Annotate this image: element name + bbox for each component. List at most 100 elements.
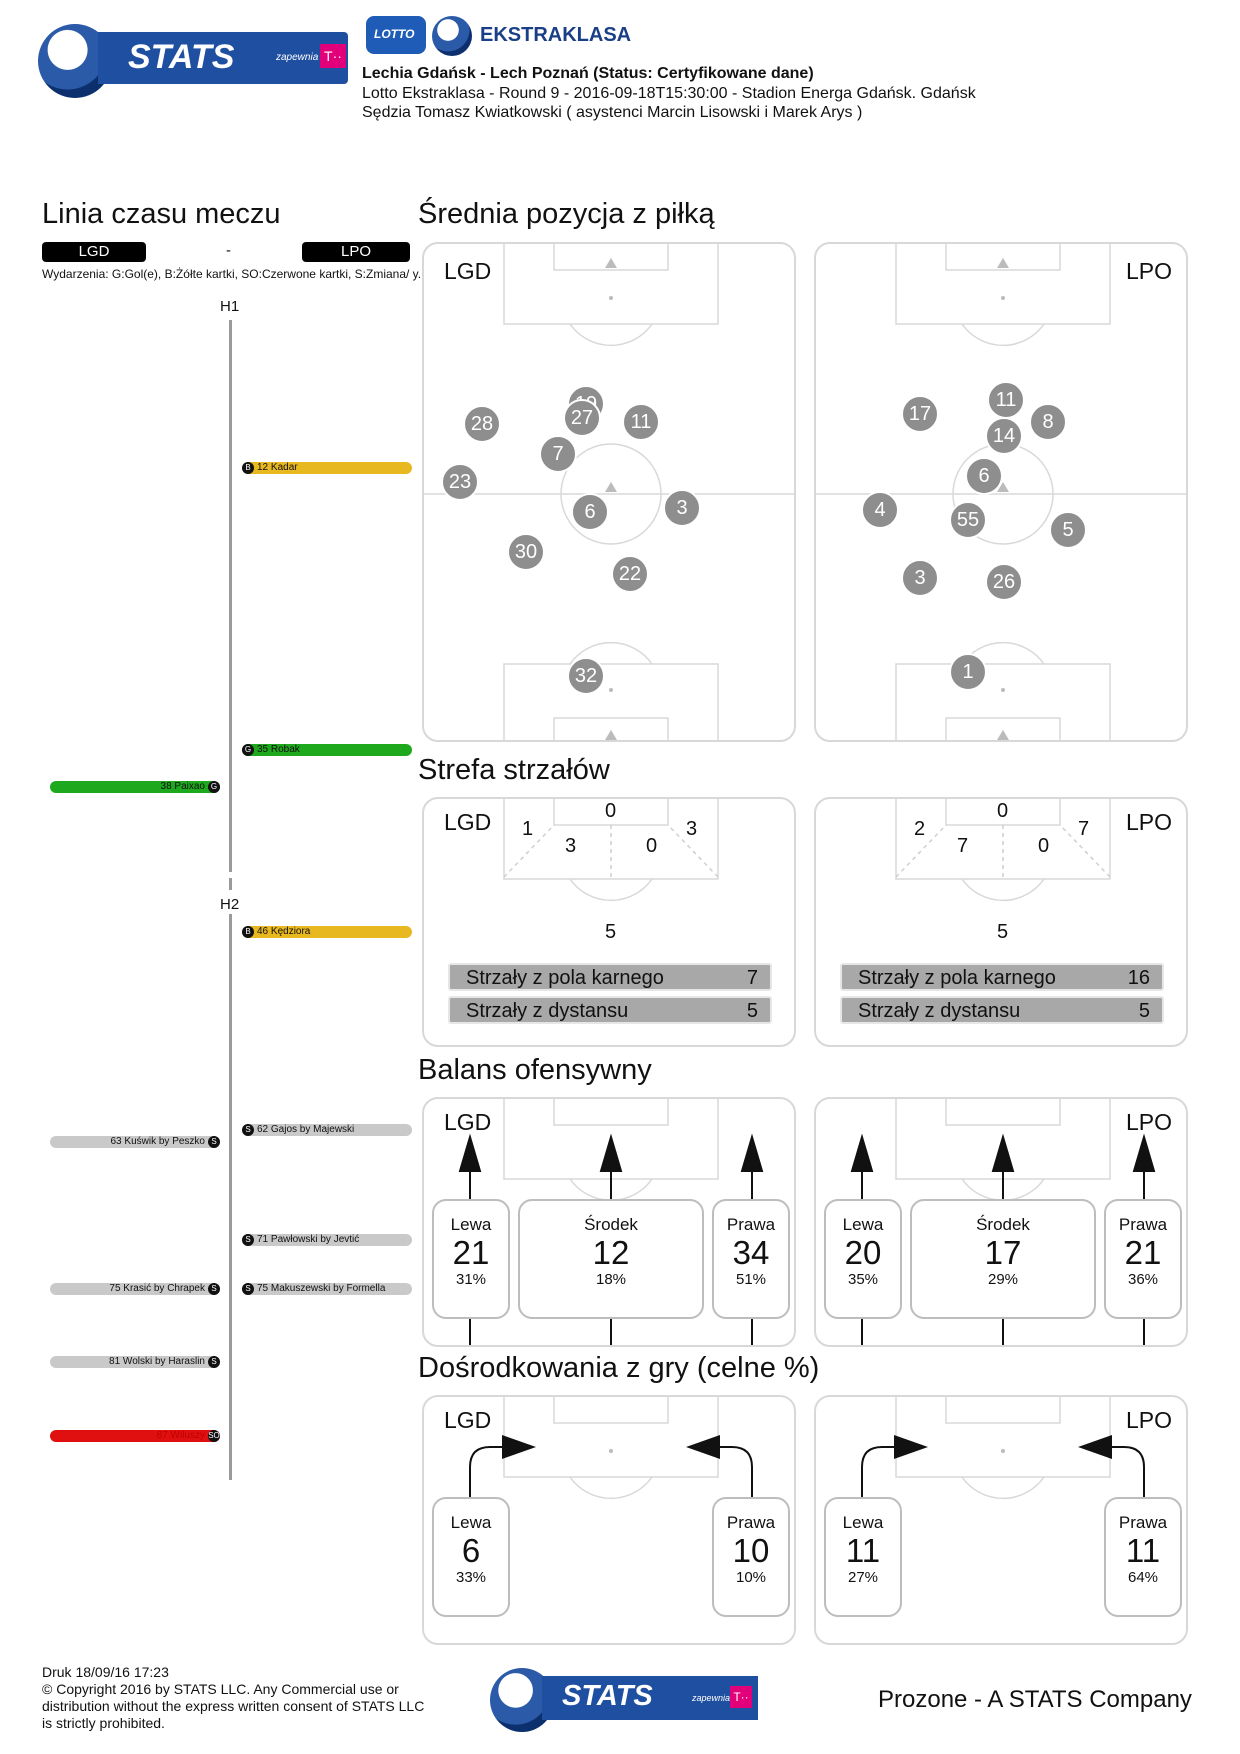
player-marker: 55 xyxy=(949,501,987,539)
half1-label: H1 xyxy=(220,298,240,315)
timeline-axis-h1 xyxy=(229,320,232,872)
zone-top: 0 xyxy=(605,800,617,822)
copyright-line-2: distribution without the express written… xyxy=(42,1698,425,1714)
match-info: Lotto Ekstraklasa - Round 9 - 2016-09-18… xyxy=(362,85,976,102)
event-text: 87 Wiluszy xyxy=(156,1430,205,1441)
zone-left-out: 1 xyxy=(522,818,534,840)
zone-left-out: 2 xyxy=(914,818,926,840)
telekom-icon: T·· xyxy=(730,1686,752,1708)
crosses-away-pitch: LPO Lewa 11 27% Prawa 11 64% xyxy=(814,1395,1188,1645)
timeline-sep: - xyxy=(226,242,231,259)
stats-logo: STATS zapewnia T·· xyxy=(38,24,348,98)
event-type-badge: B xyxy=(242,462,254,474)
cross-right-box: Prawa 11 64% xyxy=(1104,1497,1182,1617)
zone-left-in: 3 xyxy=(565,835,577,857)
cross-left-box: Lewa 6 33% xyxy=(432,1497,510,1617)
zone-center-box: Środek 12 18% xyxy=(518,1199,704,1319)
copyright-line-1: © Copyright 2016 by STATS LLC. Any Comme… xyxy=(42,1681,399,1697)
ekstraklasa-ball-icon xyxy=(432,16,472,56)
ekstraklasa-text: EKSTRAKLASA xyxy=(480,24,632,46)
event-text: 75 Krasić by Chrapek xyxy=(109,1283,205,1294)
event-type-badge: S xyxy=(242,1234,254,1246)
timeline-title: Linia czasu meczu xyxy=(42,198,281,230)
timeline-legend: Wydarzenia: G:Gol(e), B:Żółte kartki, SO… xyxy=(42,267,422,281)
event-type-badge: S xyxy=(208,1136,220,1148)
event-type-badge: B xyxy=(242,926,254,938)
zone-top: 0 xyxy=(997,800,1009,822)
player-marker: 6 xyxy=(965,457,1003,495)
player-marker: 11 xyxy=(987,381,1025,419)
shot-zones-title: Strefa strzałów xyxy=(418,754,610,786)
footer-stats-logo: STATS zapewnia T·· xyxy=(490,1668,760,1734)
shot-zones-away-pitch: LPO 0 2 7 0 7 5 Strzały z pola karnego 1… xyxy=(814,797,1188,1047)
avg-position-home-pitch: LGD 2819271172363302232 xyxy=(422,242,796,742)
event-text: 38 Paixao xyxy=(160,781,205,792)
copyright-line-3: is strictly prohibited. xyxy=(42,1715,165,1731)
crosses-home-label: LGD xyxy=(444,1407,492,1433)
event-text: 12 Kadar xyxy=(257,462,298,473)
distance-shots-bar: Strzały z dystansu 5 xyxy=(448,996,772,1024)
zone-left-in: 7 xyxy=(957,835,969,857)
zone-right-in: 0 xyxy=(1038,835,1050,857)
player-marker: 8 xyxy=(1029,403,1067,441)
zone-far: 5 xyxy=(605,921,617,943)
penalty-area-shots-bar: Strzały z pola karnego 16 xyxy=(840,963,1164,991)
timeline-axis-h2 xyxy=(229,914,232,1480)
event-text: 75 Makuszewski by Formella xyxy=(257,1283,386,1294)
zone-left-box: Lewa 21 31% xyxy=(432,1199,510,1319)
lotto-badge: LOTTO xyxy=(366,16,426,54)
print-date: Druk 18/09/16 17:23 xyxy=(42,1664,169,1680)
zone-right-box: Prawa 21 36% xyxy=(1104,1199,1182,1319)
event-text: 35 Robak xyxy=(257,744,300,755)
player-marker: 7 xyxy=(539,435,577,473)
event-type-badge: G xyxy=(242,744,254,756)
player-marker: 5 xyxy=(1049,511,1087,549)
timeline-away-badge: LPO xyxy=(302,242,410,262)
distance-shots-bar: Strzały z dystansu 5 xyxy=(840,996,1164,1024)
zone-right-out: 7 xyxy=(1078,818,1090,840)
balance-away-label: LPO xyxy=(1125,1109,1172,1135)
timeline-home-badge: LGD xyxy=(42,242,146,262)
event-text: 62 Gajos by Majewski xyxy=(257,1124,355,1135)
referee-info: Sędzia Tomasz Kwiatkowski ( asystenci Ma… xyxy=(362,104,863,121)
cross-right-box: Prawa 10 10% xyxy=(712,1497,790,1617)
offensive-balance-home-pitch: LGD Lewa 21 31% Środek 12 18% Prawa 34 5… xyxy=(422,1097,796,1347)
event-type-badge: S xyxy=(242,1283,254,1295)
offensive-balance-title: Balans ofensywny xyxy=(418,1054,652,1086)
pitch-lines xyxy=(424,244,794,740)
zone-left-box: Lewa 20 35% xyxy=(824,1199,902,1319)
event-text: 63 Kuświk by Peszko xyxy=(110,1136,206,1147)
event-text: 71 Pawłowski by Jevtić xyxy=(257,1234,360,1245)
event-type-badge: SO xyxy=(208,1430,220,1442)
player-marker: 3 xyxy=(901,559,939,597)
zone-right-in: 0 xyxy=(646,835,658,857)
stats-logo-sub: zapewnia xyxy=(276,52,319,63)
event-type-badge: S xyxy=(208,1283,220,1295)
shot-home-label: LGD xyxy=(444,809,492,835)
player-marker: 23 xyxy=(441,463,479,501)
player-marker: 14 xyxy=(985,417,1023,455)
crosses-away-label: LPO xyxy=(1125,1407,1172,1433)
player-marker: 27 xyxy=(563,399,601,437)
balance-home-label: LGD xyxy=(444,1109,492,1135)
match-title: Lechia Gdańsk - Lech Poznań (Status: Cer… xyxy=(362,65,814,82)
away-label: LPO xyxy=(1125,258,1172,284)
offensive-balance-away-pitch: LPO Lewa 20 35% Środek 17 29% Prawa 21 3… xyxy=(814,1097,1188,1347)
player-marker: 22 xyxy=(611,555,649,593)
company-name: Prozone - A STATS Company xyxy=(878,1686,1192,1713)
event-text: 46 Kędziora xyxy=(257,926,311,937)
shot-away-label: LPO xyxy=(1125,809,1172,835)
timeline-gap xyxy=(229,878,232,890)
ekstraklasa-logo: LOTTO EKSTRAKLASA xyxy=(366,14,666,58)
